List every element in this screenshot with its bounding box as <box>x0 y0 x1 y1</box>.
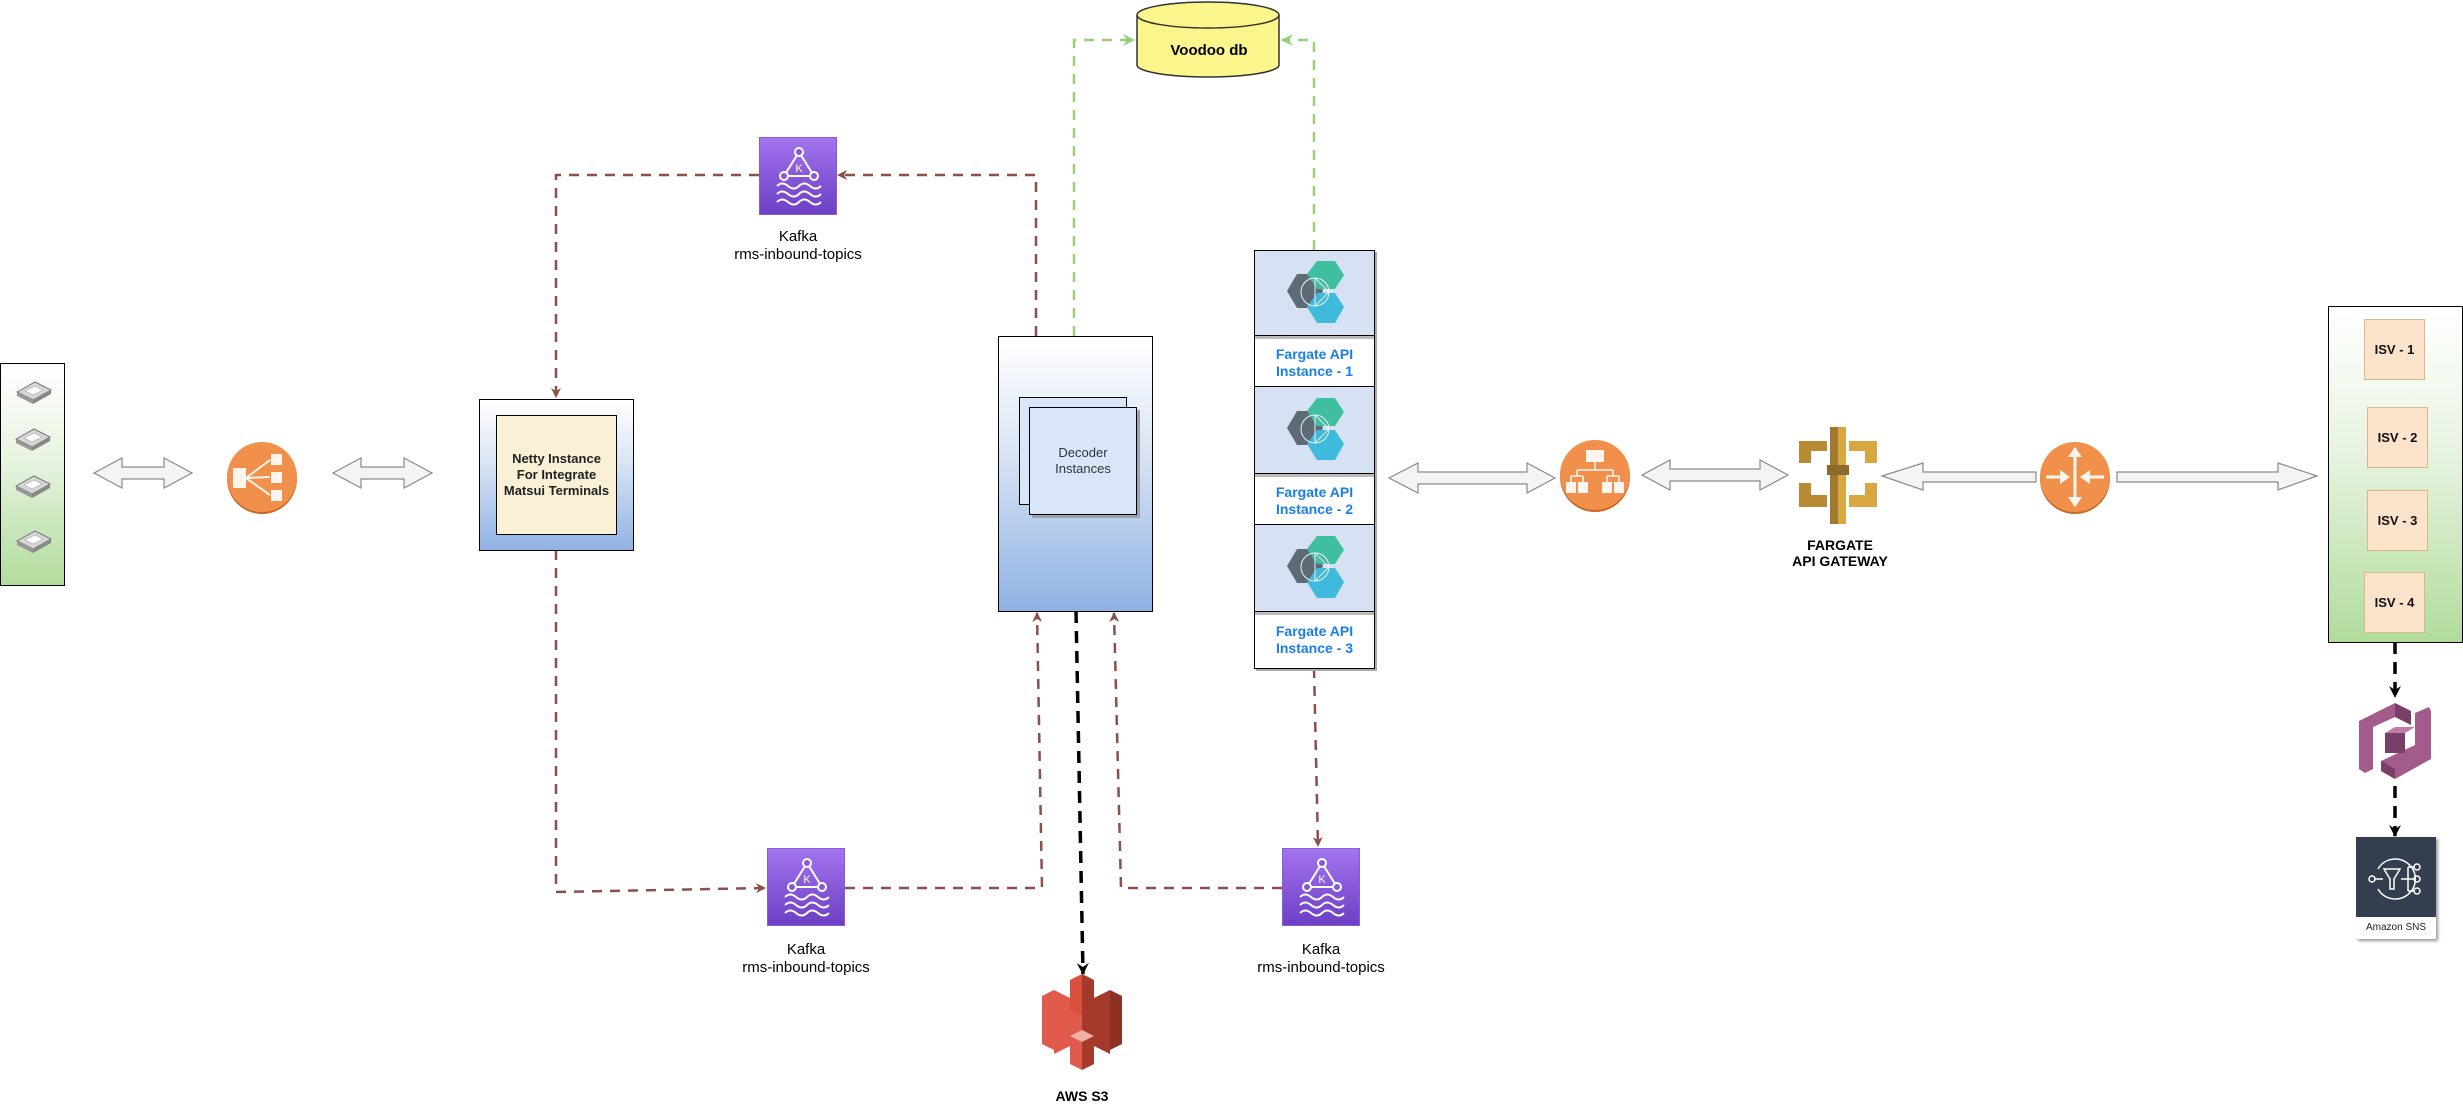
fargate-instance-3-icon-cell <box>1255 525 1374 612</box>
kafka-icon: K <box>1299 858 1345 917</box>
flow-kafka-bottom-left-to-decoder <box>845 612 1044 890</box>
fargate-3-line2: Instance - 3 <box>1275 639 1354 656</box>
matsui-terminals-panel <box>0 363 65 586</box>
isv-item-2[interactable]: ISV - 2 <box>2367 407 2428 468</box>
sns-node[interactable]: Amazon SNS <box>2356 837 2436 939</box>
flow-netty-to-kafka-bottom-left <box>554 550 766 894</box>
flow-fargate-to-kafka-bottom-right <box>1312 667 1323 847</box>
isv-item-3[interactable]: ISV - 3 <box>2367 490 2428 551</box>
database-label: Voodoo db <box>1170 42 1248 59</box>
terminal-icon <box>15 381 53 404</box>
api-gateway-icon[interactable] <box>1797 427 1879 525</box>
decoder-instances-box[interactable]: Decoder Instances <box>1029 407 1137 515</box>
terminal-icon <box>15 530 53 553</box>
kafka-icon: K <box>776 147 822 206</box>
terminal-icon <box>14 475 52 498</box>
kafka-icon: K <box>784 858 830 917</box>
fargate-container-icon <box>1287 536 1344 598</box>
kafka-top-label: Kafka rms-inbound-topics <box>708 228 888 264</box>
netty-label: Netty Instance For Integrate Matsui Term… <box>503 451 610 498</box>
svg-text:K: K <box>1318 874 1326 886</box>
double-arrow-alb-gateway <box>1640 458 1790 492</box>
flow-kafka-bottom-right-to-decoder <box>1109 612 1282 890</box>
double-arrow-fargate-alb <box>1387 461 1557 495</box>
kafka-top-title: Kafka <box>778 228 818 245</box>
sns-label: Amazon SNS <box>2365 922 2427 933</box>
fargate-instance-2-icon-cell <box>1255 387 1374 474</box>
flow-decoder-to-kafka-top <box>837 170 1038 336</box>
application-load-balancer-icon[interactable] <box>1560 440 1632 514</box>
arrow-router-to-gateway <box>1880 462 2037 491</box>
sns-icon-area <box>2356 837 2436 917</box>
s3-bucket-icon[interactable] <box>1042 974 1122 1070</box>
kafka-icon-top[interactable]: K <box>759 137 837 215</box>
svg-text:K: K <box>795 163 803 175</box>
netty-instance-box[interactable]: Netty Instance For Integrate Matsui Term… <box>496 415 617 535</box>
kafka-top-subtitle: rms-inbound-topics <box>734 246 862 263</box>
double-arrow-lb-netty <box>331 456 434 490</box>
database-icon[interactable] <box>1134 0 1284 80</box>
fargate-instance-1-icon-cell <box>1255 251 1374 336</box>
flow-kafka-top-to-netty <box>551 173 759 398</box>
kafka-icon-bottom-right[interactable]: K <box>1282 848 1360 926</box>
flow-fargate-to-db <box>1281 34 1316 250</box>
arrow-router-to-isv <box>2116 462 2319 491</box>
api-gateway-title: FARGATE <box>1807 537 1873 553</box>
terminal-icons-group <box>14 381 53 553</box>
terminal-icon <box>14 428 52 451</box>
fargate-1-line2: Instance - 1 <box>1275 362 1354 379</box>
kafka-bottom-right-label: Kafka rms-inbound-topics <box>1231 941 1411 977</box>
flow-decoder-to-s3 <box>1074 610 1089 975</box>
fargate-2-line2: Instance - 2 <box>1275 500 1354 517</box>
s3-label: AWS S3 <box>1055 1088 1109 1104</box>
netty-instance-container: Netty Instance For Integrate Matsui Term… <box>479 399 634 551</box>
kafka-bottom-right-subtitle: rms-inbound-topics <box>1257 959 1385 976</box>
decoder-container: Decoder Instances <box>998 336 1153 612</box>
load-balancer-icon[interactable] <box>227 442 299 516</box>
api-gateway-label: FARGATE API GATEWAY <box>1760 537 1920 569</box>
fargate-2-line1: Fargate API <box>1275 483 1354 500</box>
fargate-container-icon <box>1287 398 1344 460</box>
kafka-bottom-right-title: Kafka <box>1301 941 1341 958</box>
sns-icon <box>2368 858 2421 900</box>
double-arrow-terminals-lb <box>92 456 194 490</box>
fargate-1-line1: Fargate API <box>1275 345 1354 362</box>
cognito-icon[interactable] <box>2355 697 2437 789</box>
router-icon[interactable] <box>2040 442 2112 516</box>
svg-text:K: K <box>803 874 811 886</box>
decoder-label: Decoder Instances <box>1055 445 1111 476</box>
kafka-bottom-left-label: Kafka rms-inbound-topics <box>716 941 896 977</box>
fargate-container-icon <box>1287 261 1344 323</box>
isv-panel: ISV - 1 ISV - 2 ISV - 3 ISV - 4 <box>2328 306 2463 643</box>
flow-decoder-to-db <box>1072 34 1135 336</box>
kafka-icon-bottom-left[interactable]: K <box>767 848 845 926</box>
kafka-bottom-left-subtitle: rms-inbound-topics <box>742 959 870 976</box>
isv-item-4[interactable]: ISV - 4 <box>2364 572 2425 633</box>
fargate-3-line1: Fargate API <box>1275 622 1354 639</box>
isv-item-1[interactable]: ISV - 1 <box>2364 319 2425 380</box>
api-gateway-subtitle: API GATEWAY <box>1792 553 1888 569</box>
kafka-bottom-left-title: Kafka <box>786 941 826 958</box>
